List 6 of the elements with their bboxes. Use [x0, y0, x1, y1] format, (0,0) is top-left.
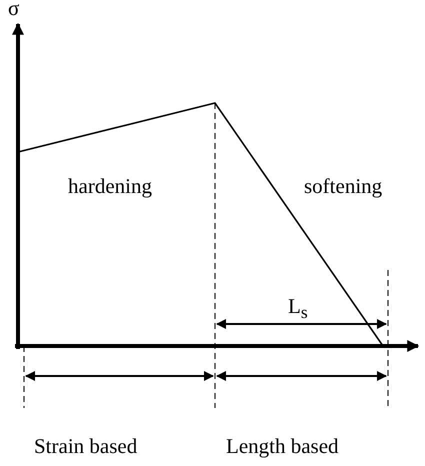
axis-label: σ [8, 0, 20, 19]
dimension-label: Strain based [34, 436, 138, 457]
dimension-label: Length based [226, 436, 339, 457]
region-label: softening [304, 176, 382, 197]
region-label: hardening [68, 176, 152, 197]
dimension-label: L$_{s}$ [288, 296, 308, 322]
